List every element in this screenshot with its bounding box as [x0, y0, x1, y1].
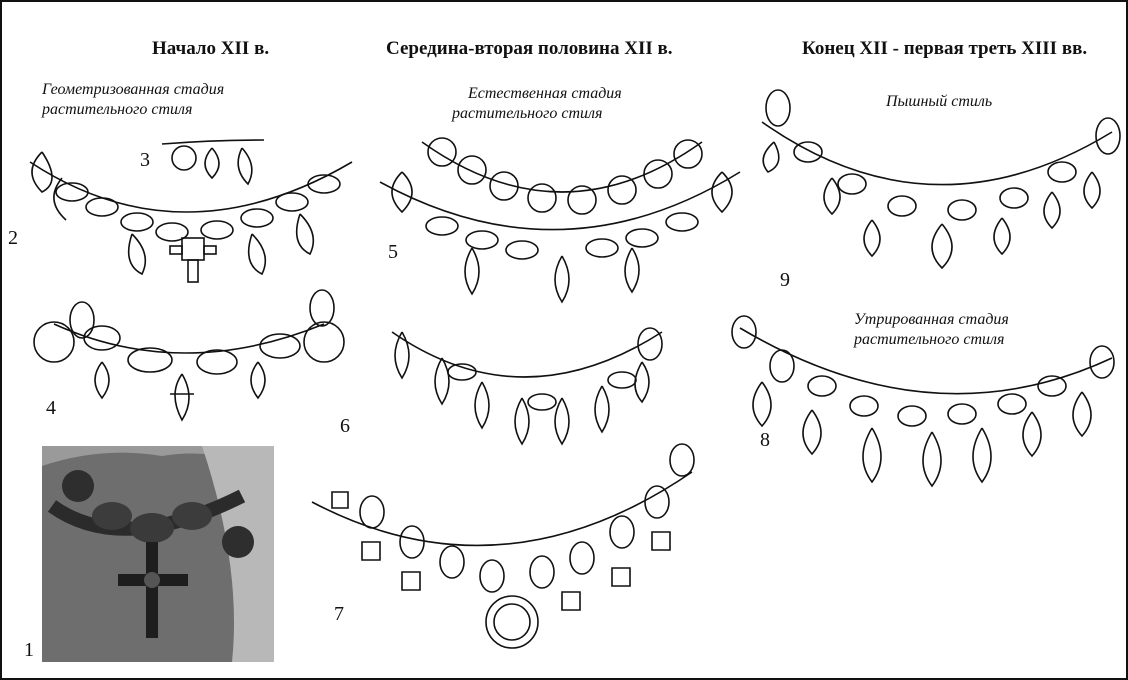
necklace-4: [34, 290, 344, 420]
figure-number-3: 3: [140, 150, 150, 170]
figure-number-9: 9: [780, 270, 790, 290]
figure-number-8: 8: [760, 430, 770, 450]
figure-number-5: 5: [388, 242, 398, 262]
necklace-6: [392, 328, 662, 444]
necklace-8: [732, 316, 1114, 486]
necklace-9: [762, 90, 1120, 268]
necklace-7: [312, 444, 694, 648]
figure-number-1: 1: [24, 640, 34, 660]
necklace-2: [30, 152, 352, 282]
figure-number-2: 2: [8, 228, 18, 248]
necklace-5: [380, 138, 740, 302]
necklace-3: [162, 140, 264, 184]
figure-number-7: 7: [334, 604, 344, 624]
figure-number-4: 4: [46, 398, 56, 418]
figure-number-6: 6: [340, 416, 350, 436]
